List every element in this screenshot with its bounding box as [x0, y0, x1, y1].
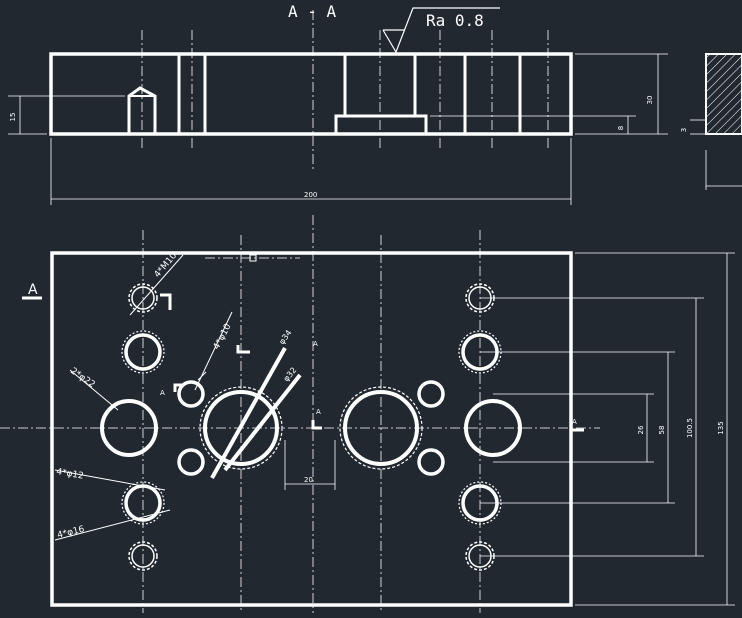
section-mark-a-center: A	[316, 408, 321, 416]
section-centerlines	[141, 10, 549, 170]
dim-label-30: 30	[646, 96, 654, 105]
dimension-right-plan	[480, 252, 735, 606]
dim-label-200: 200	[304, 191, 317, 199]
section-mark-a-left: A	[28, 282, 38, 298]
section-mark-a-inner: A	[160, 389, 165, 397]
plan-view	[0, 215, 735, 613]
dim-label-58: 58	[658, 426, 666, 435]
section-mark-a-top: A	[313, 340, 318, 348]
dim-label-100-5: 100.5	[686, 418, 694, 438]
plan-centerlines	[0, 215, 600, 613]
section-mark-a-right: A	[572, 418, 577, 426]
bores-central	[199, 386, 423, 470]
section-threaded-hole	[127, 86, 157, 134]
plan-outline	[50, 251, 573, 607]
dimension-right-section	[430, 53, 668, 135]
dimension-left-section	[8, 95, 125, 135]
section-step	[334, 114, 428, 134]
section-outline	[49, 52, 573, 136]
bore-leaders	[210, 347, 302, 479]
roughness-label: Ra 0.8	[426, 11, 484, 30]
section-view-a-a	[8, 7, 668, 205]
label-2-phi22: 2*φ22	[68, 366, 96, 390]
side-detail-view	[690, 53, 742, 190]
label-4-phi16: 4*φ16	[56, 524, 85, 540]
cutting-plane-marks	[22, 293, 584, 432]
label-4-m10: 4*M10	[153, 251, 180, 280]
label-phi34: φ34	[277, 328, 293, 346]
holes-phi10	[177, 380, 445, 476]
section-title: A - A	[288, 2, 337, 21]
label-4-phi12: 4*φ12	[55, 467, 84, 482]
dim-label-8: 8	[617, 126, 625, 130]
dim-label-15: 15	[9, 113, 17, 122]
dim-label-20: 20	[304, 476, 313, 484]
label-4-phi10: 4*φ10	[212, 322, 234, 351]
dim-label-26: 26	[637, 425, 645, 434]
dimension-200	[50, 138, 572, 205]
grip-square	[249, 254, 257, 262]
dim-label-135: 135	[717, 421, 725, 434]
dim-label-3: 3	[680, 128, 688, 132]
holes-phi22	[100, 399, 522, 457]
dimension-20	[284, 440, 336, 490]
leader-lines	[54, 254, 233, 541]
